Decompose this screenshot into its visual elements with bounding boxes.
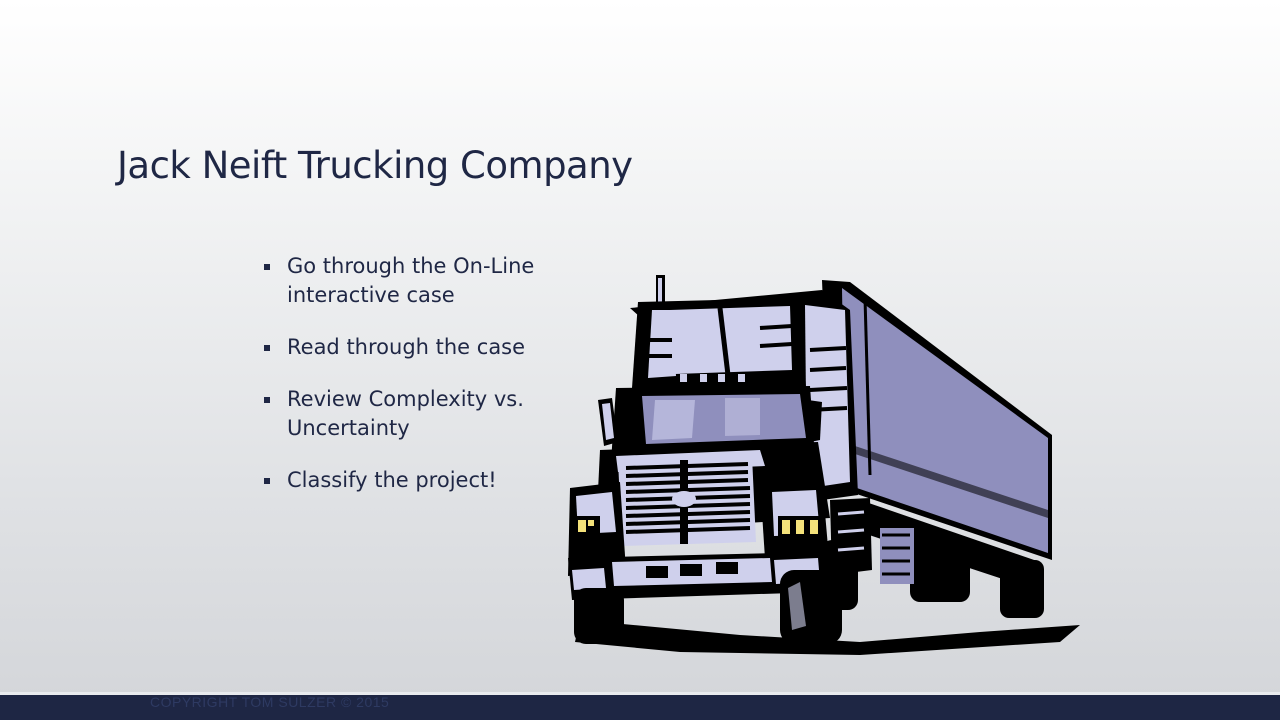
bullet-text: Review Complexity vs. Uncertainty <box>287 387 524 440</box>
bullet-marker-icon <box>264 478 270 484</box>
bullet-list: Go through the On-Line interactive case … <box>262 252 582 518</box>
bullet-text: Go through the On-Line interactive case <box>287 254 535 307</box>
bullet-item: Review Complexity vs. Uncertainty <box>262 385 582 443</box>
bullet-marker-icon <box>264 264 270 270</box>
bullet-item: Go through the On-Line interactive case <box>262 252 582 310</box>
copyright-footer: COPYRIGHT TOM SULZER © 2015 <box>150 694 390 710</box>
semi-truck-icon <box>568 275 1080 655</box>
slide-title: Jack Neift Trucking Company <box>117 144 633 187</box>
bullet-text: Classify the project! <box>287 468 497 492</box>
bullet-text: Read through the case <box>287 335 526 359</box>
footer-bar <box>0 692 1280 720</box>
bullet-marker-icon <box>264 397 270 403</box>
bullet-marker-icon <box>264 345 270 351</box>
bullet-item: Classify the project! <box>262 466 582 495</box>
bullet-item: Read through the case <box>262 333 582 362</box>
